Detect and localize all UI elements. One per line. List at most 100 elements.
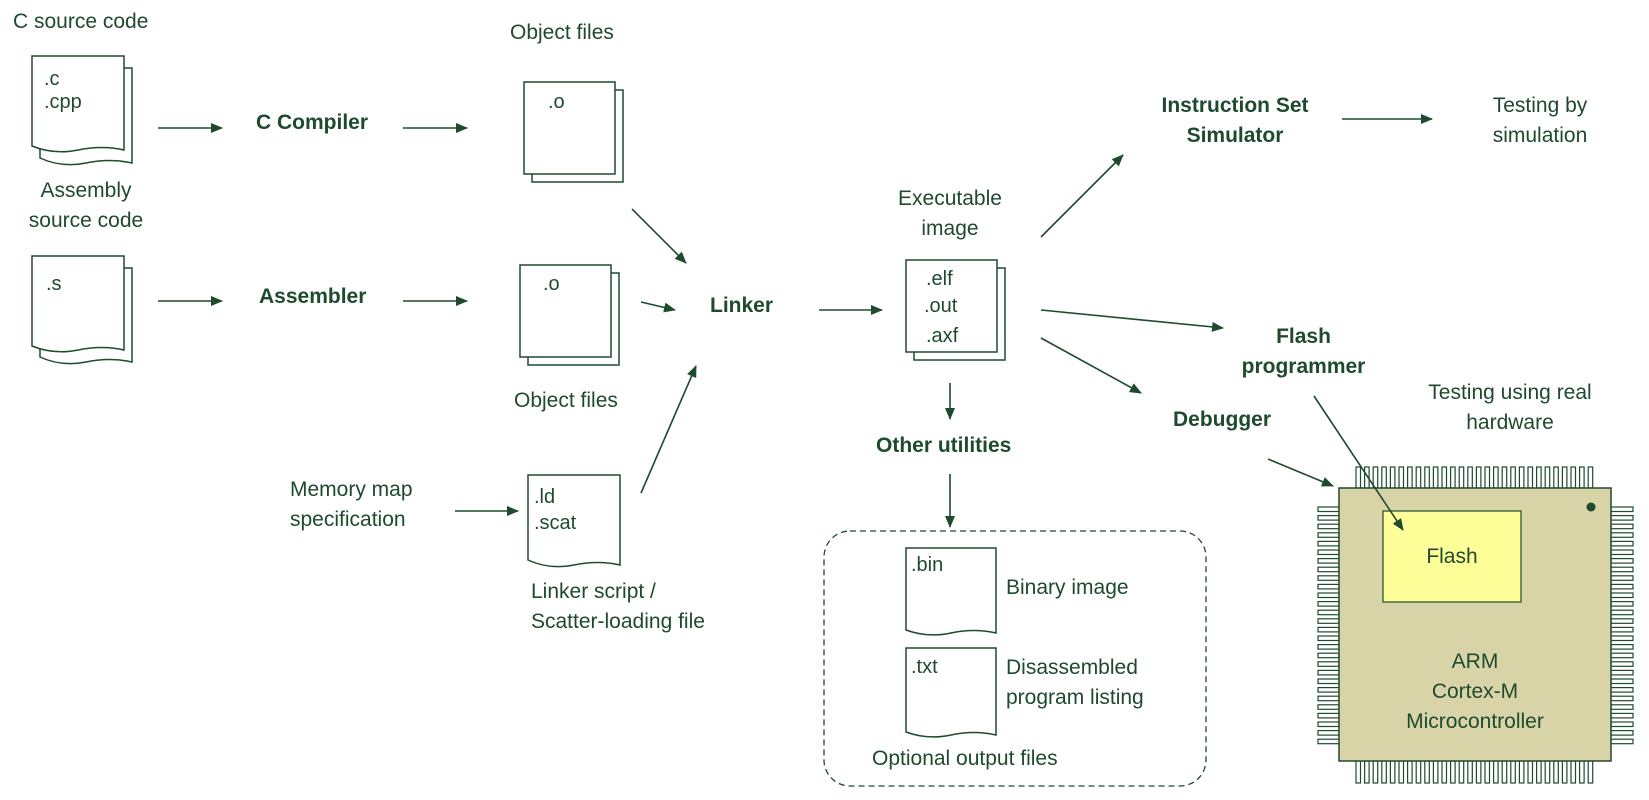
chip-pin-left: [1317, 643, 1340, 650]
chip-pin-left: [1317, 635, 1340, 642]
chip-pin-bottom: [1510, 760, 1516, 784]
linker-script-label-1: Linker script /: [531, 580, 656, 603]
object-files-bottom-label: Object files: [514, 389, 618, 412]
chip-pin-bottom: [1475, 760, 1482, 784]
arrow-exe-to-debugger: [1040, 337, 1142, 394]
chip-flash-label: Flash: [1426, 545, 1478, 568]
chip-pin-bottom: [1561, 760, 1568, 784]
chip-pin-right: [1610, 721, 1634, 728]
chip-name-label-3: Microcontroller: [1406, 710, 1544, 733]
chip-pin-top: [1578, 466, 1585, 489]
chip-pin-right: [1610, 549, 1634, 556]
linker-script-label-2: Scatter-loading file: [531, 610, 705, 633]
asm-ext-s: .s: [46, 273, 62, 295]
chip-pin-right: [1610, 626, 1634, 633]
object-file-bottom-icon: [519, 264, 620, 366]
chip-pin-left: [1317, 729, 1340, 736]
testing-sim-label-1: Testing by: [1492, 94, 1588, 117]
chip-pin-left: [1317, 738, 1340, 745]
chip-pin-bottom: [1449, 760, 1456, 784]
linker-script-doc-icon: [527, 474, 621, 568]
asm-source-label-2: source code: [28, 209, 144, 232]
chip-pin-top: [1355, 466, 1362, 489]
chip-pin-top: [1510, 466, 1516, 489]
chip-pin-bottom: [1535, 760, 1542, 784]
iss-label-2: Simulator: [1186, 124, 1284, 147]
chip-pin-bottom: [1501, 760, 1508, 784]
flash-programmer-label-1: Flash: [1276, 325, 1331, 348]
chip-pin-bottom: [1381, 760, 1387, 784]
bin-doc-icon: [905, 547, 997, 636]
disassembled-label-2: program listing: [1006, 686, 1144, 709]
chip-pin-top: [1484, 466, 1491, 489]
testing-hw-label-2: hardware: [1466, 411, 1554, 434]
chip-pin-right: [1610, 583, 1634, 590]
chip-pin-right: [1610, 557, 1634, 564]
chip-pin-top: [1415, 466, 1422, 489]
chip-pin-right: [1610, 618, 1634, 624]
microcontroller-chip-icon: [1317, 466, 1634, 784]
exe-ext-out: .out: [924, 295, 958, 317]
c-compiler-label: C Compiler: [256, 111, 369, 134]
chip-pin-top: [1535, 466, 1542, 489]
chip-pin-right: [1610, 661, 1634, 667]
chip-pin-bottom: [1424, 760, 1430, 784]
iss-label-1: Instruction Set: [1161, 94, 1309, 117]
binary-image-label: Binary image: [1006, 576, 1129, 599]
chip-pin-bottom: [1518, 760, 1525, 784]
chip-pin-left: [1317, 600, 1340, 607]
chip-pin-top: [1518, 466, 1525, 489]
memory-map-label-2: specification: [290, 508, 406, 531]
executable-image-icon: [905, 259, 1006, 361]
chip-pin-bottom: [1372, 760, 1379, 784]
c-source-label: C source code: [13, 10, 149, 33]
chip-pin-left: [1317, 661, 1340, 667]
arrow-flashprog-to-flash: [1313, 395, 1404, 531]
object-files-top-label: Object files: [510, 21, 614, 44]
chip-pin-right: [1610, 712, 1634, 719]
chip-pin-top: [1553, 466, 1559, 489]
chip-pin-right: [1610, 514, 1634, 521]
linker-script-ext-ld: .ld: [534, 486, 556, 508]
chip-pin-bottom: [1363, 760, 1370, 784]
chip-pin-right: [1610, 532, 1634, 538]
chip-pin-right: [1610, 669, 1634, 676]
c-ext-c: .c: [44, 68, 60, 90]
exe-ext-axf: .axf: [926, 325, 959, 347]
chip-pin-top: [1587, 466, 1594, 489]
chip-pin-left: [1317, 618, 1340, 624]
c-source-doc-icon: [31, 55, 133, 166]
chip-pin-bottom: [1484, 760, 1491, 784]
chip-pin-right: [1610, 738, 1634, 745]
chip-pin-top: [1432, 466, 1439, 489]
chip-pin-bottom: [1587, 760, 1594, 784]
chip-pin-right: [1610, 566, 1634, 573]
other-utilities-label: Other utilities: [876, 434, 1012, 457]
chip-pin-top: [1441, 466, 1448, 489]
chip-pin-bottom: [1527, 760, 1534, 784]
chip-name-label-2: Cortex-M: [1431, 680, 1519, 703]
chip-pin-left: [1317, 540, 1340, 547]
arrow-script-to-linker: [640, 365, 697, 494]
optional-output-label: Optional output files: [872, 747, 1058, 770]
flash-programmer-label-2: programmer: [1241, 355, 1366, 378]
chip-pin-left: [1317, 566, 1340, 573]
chip-pin-top: [1492, 466, 1499, 489]
chip-pin-top: [1527, 466, 1534, 489]
arrow-obj-top-to-linker: [631, 208, 687, 264]
txt-doc-icon: [905, 647, 997, 738]
chip-pin-top: [1381, 466, 1387, 489]
chip-pin-top: [1449, 466, 1456, 489]
chip-pin-left: [1317, 686, 1340, 693]
pin1-dot-icon: [1586, 502, 1596, 512]
chip-pin-left: [1317, 712, 1340, 719]
chip-pin-left: [1317, 506, 1340, 513]
linker-script-ext-scat: .scat: [534, 512, 577, 534]
chip-pin-left: [1317, 575, 1340, 581]
chip-pin-left: [1317, 669, 1340, 676]
chip-pin-left: [1317, 704, 1340, 710]
linker-label: Linker: [710, 294, 774, 317]
testing-hw-label-1: Testing using real: [1428, 381, 1592, 404]
chip-pin-bottom: [1458, 760, 1465, 784]
assembler-label: Assembler: [259, 285, 367, 308]
